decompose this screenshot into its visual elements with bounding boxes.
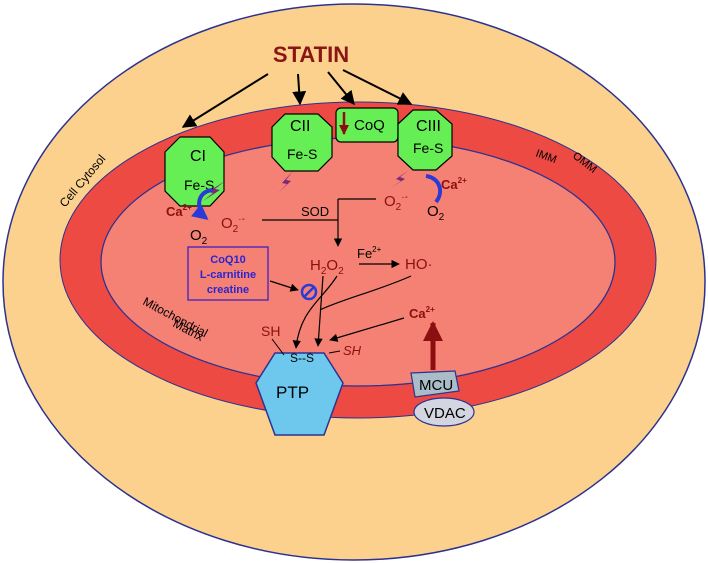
- mcu-transporter: MCU: [410, 370, 460, 398]
- vdac-channel: VDAC: [413, 397, 475, 427]
- inhibition-icon: [300, 283, 318, 301]
- mcu-label: MCU: [419, 377, 453, 394]
- ci-o2-label: O2: [190, 227, 208, 247]
- h2o2-label: H2O2: [310, 257, 344, 277]
- complex-ii-fes-label: Fe-S: [287, 146, 317, 162]
- complex-i: CI Fe-S: [164, 136, 225, 207]
- supplement-l-carnitine: L-carnitine: [200, 269, 256, 281]
- sod-label: SOD: [301, 204, 329, 219]
- ci-superoxide-arc: [191, 188, 213, 221]
- complex-iii: CIII Fe-S: [397, 109, 453, 171]
- supplement-inhibition-arrow: [269, 280, 299, 292]
- complex-iii-label: CIII: [416, 118, 441, 135]
- coq-label: CoQ: [354, 117, 385, 134]
- statin-arrows: [181, 69, 413, 128]
- supplement-box: CoQ10 L-carnitine creatine: [187, 246, 269, 301]
- oxidation-arrows: [292, 275, 412, 349]
- ptp-disulfide-label: S--S: [290, 351, 314, 365]
- hydroxyl-radical-label: HO·: [405, 256, 433, 273]
- thiol-bond-left: [271, 338, 285, 356]
- ptp-thiol-label-left: SH: [261, 323, 280, 339]
- complex-ii-label: CII: [290, 118, 310, 135]
- complex-ii: CII Fe-S: [271, 113, 333, 172]
- vdac-label: VDAC: [424, 405, 466, 422]
- thiol-bond-right: [328, 350, 341, 354]
- ciii-o2-label: O2: [427, 203, 445, 223]
- coq-box: CoQ: [335, 107, 399, 143]
- statin-label: STATIN: [273, 42, 349, 67]
- sod-pathway: [262, 198, 376, 247]
- ciii-superoxide-arc: [425, 174, 443, 204]
- ciii-superoxide-label: O2·-: [384, 192, 408, 213]
- ptp-thiol-label-right: SH: [343, 343, 362, 358]
- ciii-calcium-label: Ca2+: [441, 176, 467, 192]
- supplement-coq10: CoQ10: [210, 254, 245, 266]
- complex-i-label: CI: [190, 148, 206, 165]
- ptp-channel: [255, 352, 344, 436]
- iron-label: Fe2+: [357, 245, 382, 261]
- lightning-icon: [203, 170, 409, 201]
- matrix-calcium-label: Ca2+: [409, 305, 435, 321]
- ptp-label: PTP: [276, 383, 309, 402]
- supplement-creatine: creatine: [207, 284, 249, 296]
- complex-i-fes-label: Fe-S: [184, 177, 214, 193]
- complex-iii-fes-label: Fe-S: [413, 140, 443, 156]
- ci-calcium-label: Ca2+: [166, 203, 192, 219]
- ci-superoxide-label: O2·-: [221, 214, 245, 235]
